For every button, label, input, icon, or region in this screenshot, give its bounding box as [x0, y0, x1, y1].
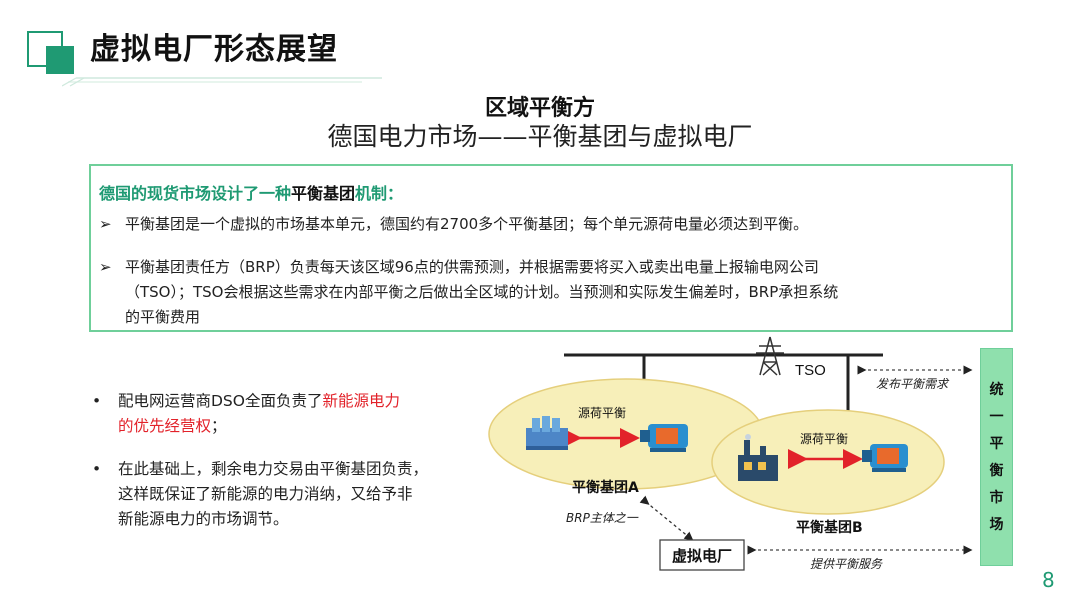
- info-bullet-2-line-2: （TSO）；TSO会根据这些需求在内部平衡之后做出全区域的计划。当预测和实际发生…: [125, 283, 839, 301]
- arrow-bullet-icon: ➢: [99, 258, 112, 276]
- side-char: 统: [989, 382, 1004, 398]
- heading-highlight: 平衡基团: [291, 184, 356, 203]
- group-a-name: 平衡基团A: [572, 479, 639, 496]
- page-title: 虚拟电厂形态展望: [90, 32, 338, 67]
- info-box-heading: 德国的现货市场设计了一种平衡基团机制：: [99, 180, 403, 204]
- side-char: 场: [989, 517, 1004, 533]
- left-bullet-1-highlight-cont: 的优先经营权: [118, 417, 212, 435]
- side-char: 平: [989, 436, 1004, 452]
- arrow-bullet-icon: ➢: [99, 215, 112, 233]
- side-char: 衡: [989, 463, 1004, 479]
- vpp-box: [659, 539, 745, 571]
- energy-storage-icon: [526, 416, 568, 450]
- left-bullet-1-suffix: ；: [211, 417, 227, 435]
- left-bullet-2-line-2: 这样既保证了新能源的电力消纳，又给予非: [118, 485, 413, 503]
- brp-link-arrow: [639, 495, 694, 541]
- left-bullet-2-line-1: 在此基础上，剩余电力交易由平衡基团负责，: [118, 460, 429, 478]
- side-char: 市: [989, 490, 1004, 506]
- left-bullet-2: • 在此基础上，剩余电力交易由平衡基团负责， 这样既保证了新能源的电力消纳，又给予…: [92, 457, 477, 532]
- group-b-name: 平衡基团B: [796, 519, 863, 536]
- heading-suffix: 机制：: [355, 184, 404, 203]
- left-bullet-1-prefix: 配电网运营商DSO全面负责了: [118, 392, 323, 410]
- title-underline-decoration: [62, 77, 382, 87]
- left-bullet-1-highlight: 新能源电力: [322, 392, 400, 410]
- info-bullet-1: ➢ 平衡基团是一个虚拟的市场基本单元，德国约有2700多个平衡基团；每个单元源荷电…: [99, 212, 808, 237]
- balance-service-label: 提供平衡服务: [810, 557, 883, 571]
- dot-bullet-icon: •: [92, 392, 102, 410]
- brp-label: BRP主体之一: [566, 511, 639, 525]
- logo-filled-square: [46, 46, 74, 74]
- group-a-caption: 源荷平衡: [578, 406, 626, 420]
- motor-load-icon: [640, 424, 688, 452]
- info-bullet-1-text: 平衡基团是一个虚拟的市场基本单元，德国约有2700多个平衡基团；每个单元源荷电量…: [125, 215, 809, 233]
- side-char: 一: [989, 409, 1004, 425]
- group-b-caption: 源荷平衡: [800, 432, 848, 446]
- left-bullet-1: • 配电网运营商DSO全面负责了新能源电力 的优先经营权；: [92, 389, 477, 439]
- motor-load-icon-b: [862, 444, 908, 472]
- tso-label: TSO: [795, 362, 826, 379]
- info-box: [89, 164, 1013, 332]
- info-bullet-2: ➢ 平衡基团责任方（BRP）负责每天该区域96点的供需预测，并根据需要将买入或卖出…: [99, 255, 1009, 330]
- page-number: 8: [1042, 568, 1055, 592]
- unified-market-label: 统 一 平 衡 市 场: [980, 377, 1013, 539]
- factory-icon: [738, 434, 778, 481]
- section-subtitle: 德国电力市场——平衡基团与虚拟电厂: [327, 122, 753, 151]
- dot-bullet-icon: •: [92, 460, 102, 478]
- info-bullet-2-line-1: 平衡基团责任方（BRP）负责每天该区域96点的供需预测，并根据需要将买入或卖出电…: [125, 258, 819, 276]
- unified-market-box: [980, 348, 1013, 566]
- section-title: 区域平衡方: [484, 96, 595, 121]
- info-bullet-2-line-3: 的平衡费用: [125, 308, 201, 326]
- publish-demand-label: 发布平衡需求: [876, 377, 950, 391]
- vpp-label: 虚拟电厂: [672, 547, 732, 565]
- heading-prefix: 德国的现货市场设计了一种: [99, 184, 292, 203]
- left-bullet-2-line-3: 新能源电力的市场调节。: [118, 510, 289, 528]
- transmission-tower-icon: [756, 336, 784, 376]
